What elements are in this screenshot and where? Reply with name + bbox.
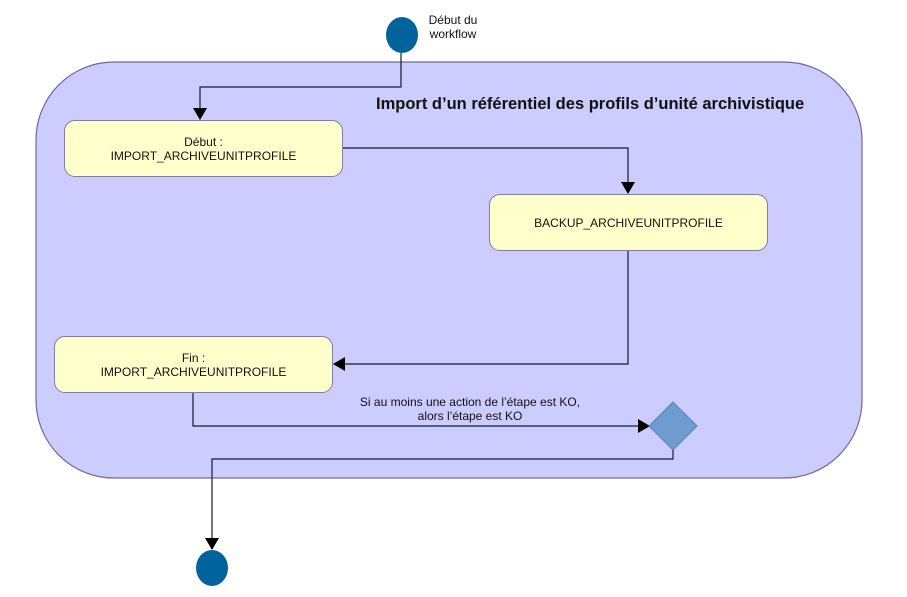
step-end-import-line2: IMPORT_ARCHIVEUNITPROFILE bbox=[100, 364, 287, 379]
step-end-import[interactable]: Fin : IMPORT_ARCHIVEUNITPROFILE bbox=[54, 336, 333, 393]
edge-step1-to-backup bbox=[343, 147, 635, 194]
step-start-import-line2: IMPORT_ARCHIVEUNITPROFILE bbox=[110, 148, 297, 163]
edge-decision-to-final bbox=[205, 450, 674, 550]
step-start-import[interactable]: Début : IMPORT_ARCHIVEUNITPROFILE bbox=[64, 120, 343, 177]
start-node[interactable] bbox=[386, 17, 418, 53]
edge-start-to-step1 bbox=[193, 53, 402, 120]
condition-label-line1: Si au moins une action de l’étape est KO… bbox=[359, 395, 581, 409]
step-start-import-line1: Début : bbox=[184, 134, 223, 149]
edge-backup-to-end bbox=[333, 251, 629, 371]
step-backup-line1: BACKUP_ARCHIVEUNITPROFILE bbox=[534, 215, 723, 230]
start-node-label-line1: Début du bbox=[428, 13, 478, 27]
step-end-import-line1: Fin : bbox=[181, 350, 206, 365]
workflow-title: Import d’un référentiel des profils d’un… bbox=[376, 95, 805, 113]
start-node-label: Début du workflow bbox=[418, 13, 488, 41]
condition-label-line2: alors l’étape est KO bbox=[417, 409, 523, 423]
step-backup[interactable]: BACKUP_ARCHIVEUNITPROFILE bbox=[489, 194, 768, 251]
edge-end-to-decision bbox=[192, 393, 650, 433]
condition-label: Si au moins une action de l’étape est KO… bbox=[330, 395, 610, 423]
final-node[interactable] bbox=[196, 550, 228, 586]
start-node-label-line2: workflow bbox=[429, 27, 477, 41]
